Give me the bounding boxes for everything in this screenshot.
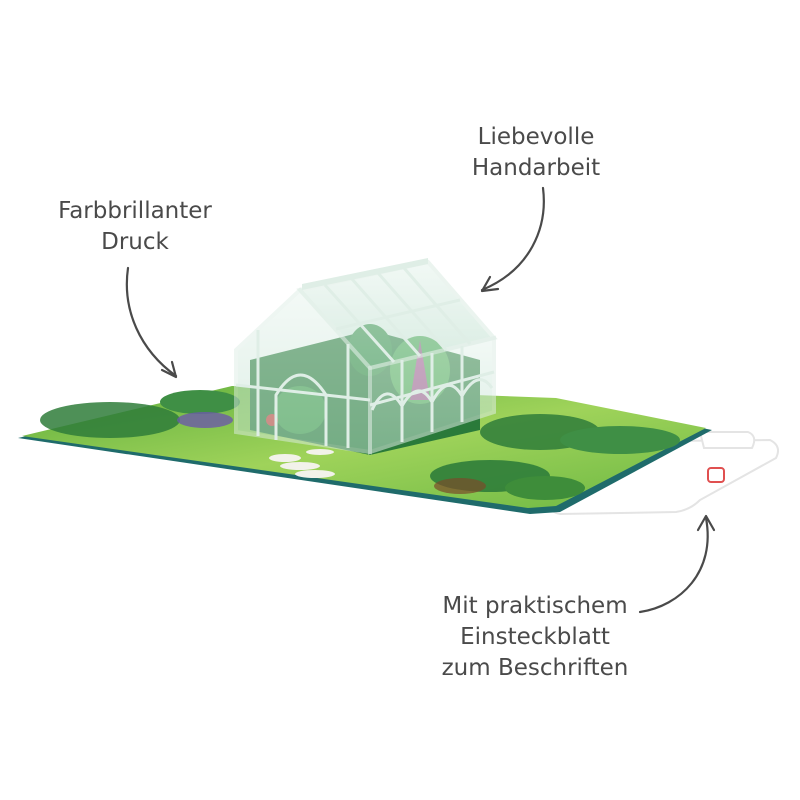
greenhouse bbox=[234, 258, 498, 455]
insert-tab-mark bbox=[707, 467, 725, 483]
annotation-craft: Liebevolle Handarbeit bbox=[446, 122, 626, 184]
annotation-insert-line-2: Einsteckblatt bbox=[460, 624, 610, 650]
annotation-print-line-2: Druck bbox=[101, 229, 169, 255]
arrow-insert-head bbox=[696, 514, 716, 532]
arrow-print-head bbox=[160, 360, 178, 379]
annotation-craft-line-1: Liebevolle bbox=[477, 124, 595, 150]
annotation-insert-line-1: Mit praktischem bbox=[442, 593, 628, 619]
annotation-print-line-1: Farbbrillanter bbox=[58, 198, 212, 224]
arrow-craft-head bbox=[480, 275, 500, 293]
arrow-craft bbox=[480, 186, 545, 292]
annotation-craft-line-2: Handarbeit bbox=[471, 155, 601, 181]
arrow-print bbox=[125, 266, 178, 378]
annotation-insert: Mit praktischem Einsteckblatt zum Beschr… bbox=[410, 591, 660, 684]
arrow-insert bbox=[638, 516, 709, 614]
annotation-print: Farbbrillanter Druck bbox=[40, 196, 230, 258]
card-base bbox=[18, 386, 712, 514]
annotation-insert-line-3: zum Beschriften bbox=[441, 655, 629, 681]
annotation-arrows bbox=[125, 186, 716, 614]
